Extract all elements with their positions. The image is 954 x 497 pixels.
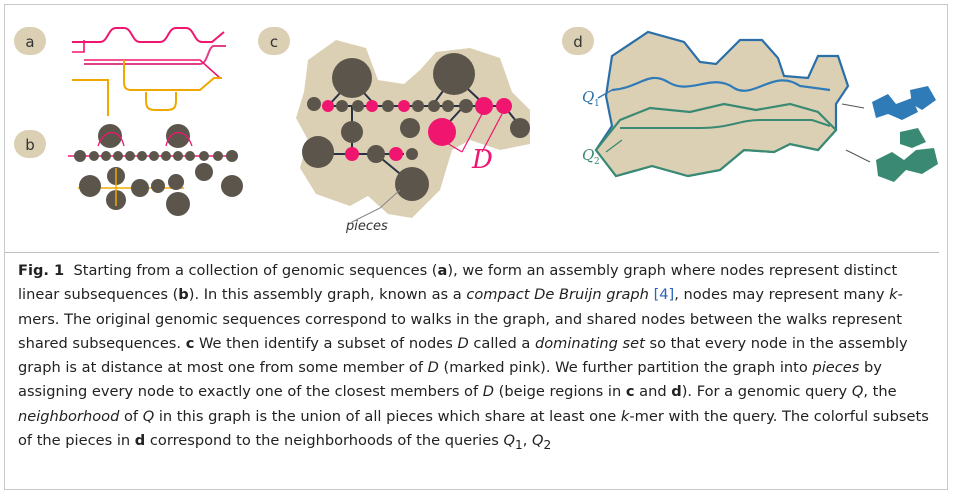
q2-label: Q: [582, 146, 594, 164]
figure-label: Fig. 1: [18, 262, 65, 279]
caption-divider: [5, 252, 939, 253]
figure-illustration: a b c d: [14, 27, 938, 234]
figure-caption: Fig. 1 Starting from a collection of gen…: [5, 252, 939, 457]
citation-link[interactable]: [4]: [653, 286, 675, 304]
caption-text: Starting from a collection of genomic se…: [18, 262, 929, 452]
panel-a-label: a: [25, 33, 34, 51]
panel-b-badge: b: [14, 130, 46, 158]
q1-subscript: 1: [594, 99, 600, 109]
panel-c-badge: c: [258, 27, 290, 55]
dominating-set-label: D: [471, 145, 493, 175]
panel-b-label: b: [25, 136, 35, 154]
panel-d-badge: d: [562, 27, 594, 55]
panel-a-badge: a: [14, 27, 46, 55]
panel-d-label: d: [573, 33, 583, 51]
panel-a-sequences: [72, 27, 226, 116]
q2-subscript: 2: [594, 157, 600, 167]
panel-d-graph: Q 1 Q 2: [582, 30, 938, 182]
panel-c-label: c: [270, 33, 278, 51]
panel-c-graph: D pieces: [296, 40, 530, 234]
panel-b-graph: [68, 124, 243, 216]
q1-neighborhood: [872, 94, 918, 120]
q1-label: Q: [582, 88, 594, 106]
q2-neighborhood: [876, 148, 938, 182]
pieces-label: pieces: [345, 219, 388, 234]
